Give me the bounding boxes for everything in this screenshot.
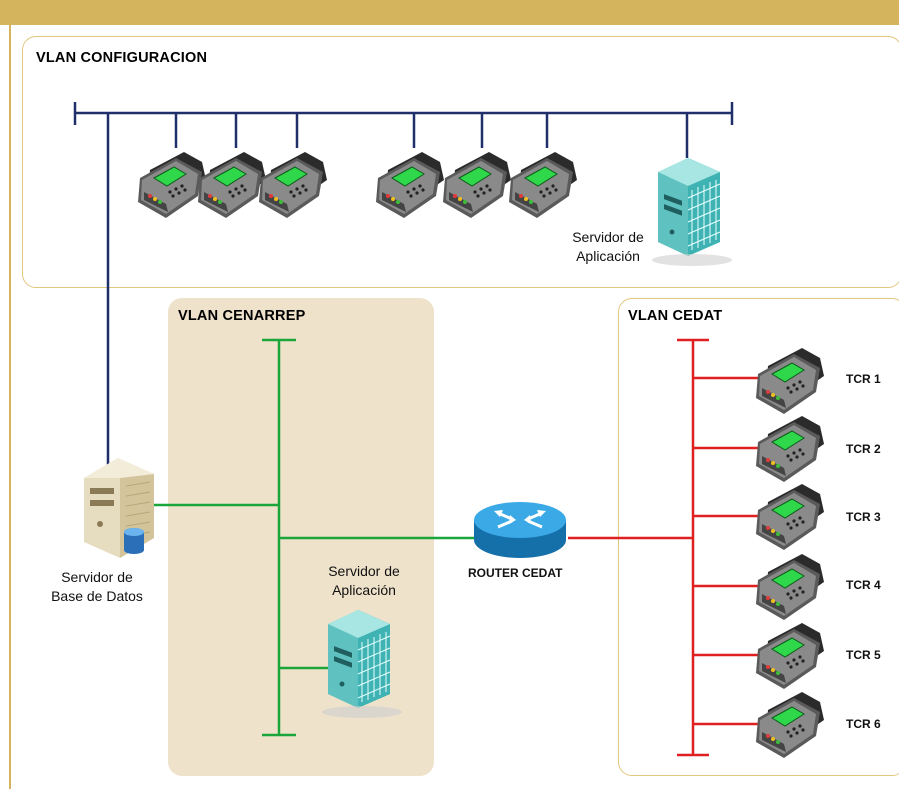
pos-terminal-icon [755, 553, 825, 621]
app-server-cenarrep-label: Servidor de Aplicación [328, 563, 400, 598]
pos-terminal-icon [755, 347, 825, 415]
application-server-icon [321, 609, 403, 719]
terminal-label: TCR 2 [846, 442, 881, 456]
pos-terminal-icon [755, 415, 825, 483]
left-border [9, 25, 11, 789]
pos-terminal-icon [755, 691, 825, 759]
terminal-label: TCR 1 [846, 372, 881, 386]
terminal-label: TCR 4 [846, 578, 881, 592]
pos-terminal-icon [755, 483, 825, 551]
terminal-label: TCR 3 [846, 510, 881, 524]
cenarrep-network-bus [150, 338, 474, 737]
pos-terminal-icon [755, 622, 825, 690]
pos-terminal-icon [508, 151, 578, 219]
terminal-label: TCR 5 [846, 648, 881, 662]
router-label: ROUTER CEDAT [468, 566, 563, 580]
db-server-label: Servidor de Base de Datos [51, 569, 143, 604]
header-bar [0, 0, 899, 25]
application-server-icon [651, 157, 733, 267]
vlan-configuracion-title: VLAN CONFIGURACION [36, 50, 208, 66]
terminal-label: TCR 6 [846, 717, 881, 731]
app-server-config-label: Servidor de Aplicación [572, 229, 644, 264]
database-server-icon [83, 457, 155, 559]
vlan-cenarrep-title: VLAN CENARREP [178, 308, 306, 324]
pos-terminal-icon [375, 151, 445, 219]
config-network-bus [73, 102, 734, 470]
pos-terminal-icon [197, 151, 267, 219]
cedat-network-bus [568, 338, 758, 757]
pos-terminal-icon [442, 151, 512, 219]
pos-terminal-icon [137, 151, 207, 219]
router-icon [474, 502, 566, 558]
pos-terminal-icon [258, 151, 328, 219]
vlan-cedat-title: VLAN CEDAT [628, 308, 723, 324]
